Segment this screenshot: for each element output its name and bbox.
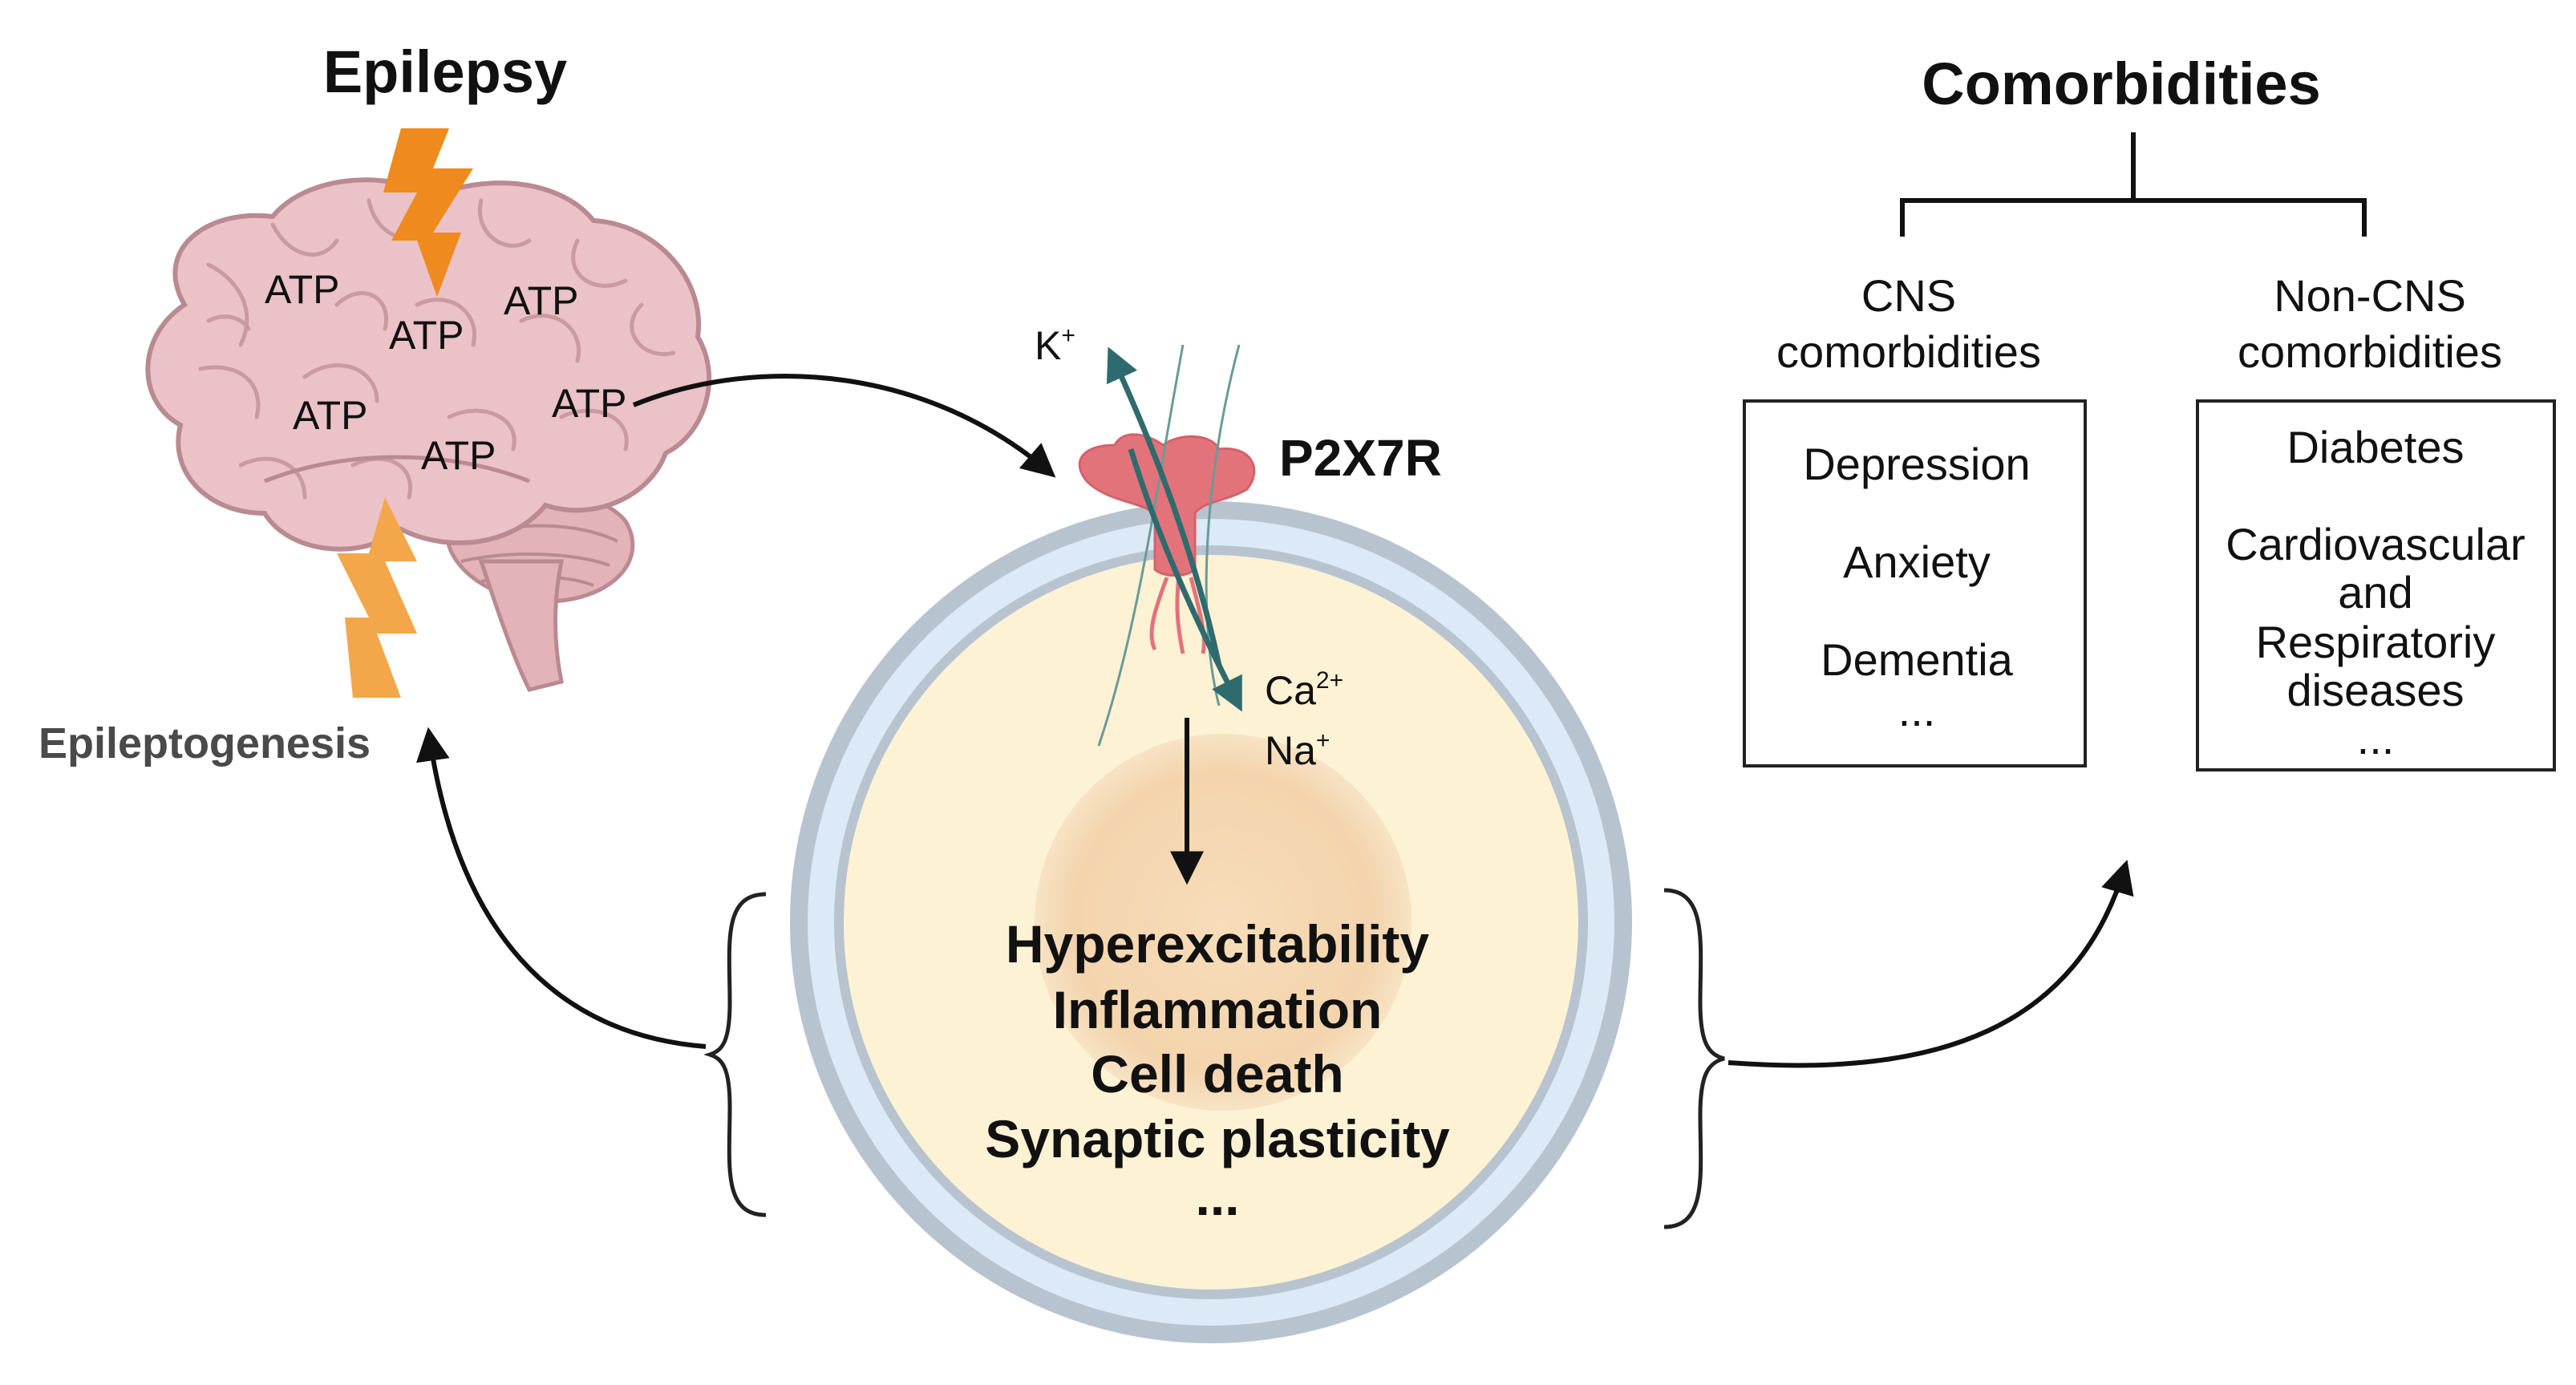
brain-illustration (145, 177, 711, 692)
cns-comorbidities-box (1743, 399, 2087, 767)
cell-effects-list: Hyperexcitability Inflammation Cell deat… (985, 914, 1450, 1226)
cns-comorbidity-item: Depression (1803, 439, 2030, 489)
cns-heading-line1: CNS (1861, 270, 1956, 321)
cell-effect-item: Hyperexcitability (1006, 914, 1430, 974)
cns-comorbidity-item: Dementia (1821, 634, 2014, 685)
atp-label: ATP (389, 313, 464, 358)
cell-effect-item: ... (1195, 1167, 1239, 1226)
cns-comorbidity-item: Anxiety (1843, 537, 1991, 587)
cell-to-comorbidities-arrow (1727, 859, 2134, 1068)
non-cns-comorbidity-item: and (2338, 567, 2412, 618)
ca-na-influx-arrow (1128, 447, 1242, 712)
lightning-bottom-icon (337, 497, 417, 698)
cell-effect-item: Inflammation (1053, 980, 1383, 1039)
brain-to-receptor-arrow (632, 374, 1056, 478)
atp-label: ATP (265, 267, 340, 312)
non-cns-comorbidity-item: Diabetes (2286, 422, 2464, 472)
nucleus (1035, 734, 1412, 1111)
non-cns-heading-line2: comorbidities (2238, 326, 2502, 377)
cell-effect-item: Cell death (1091, 1044, 1343, 1104)
cell-to-epileptogenesis-arrow (415, 727, 707, 1049)
calcium-ion-label: Ca2+ (1265, 667, 1343, 713)
atp-label: ATP (552, 381, 627, 426)
cell (790, 501, 1632, 1343)
atp-labels: ATP ATP ATP ATP ATP ATP (265, 267, 627, 478)
non-cns-comorbidity-item: Respiratoriy (2256, 617, 2496, 667)
epilepsy-title: Epilepsy (323, 38, 567, 105)
non-cns-heading-line1: Non-CNS (2274, 270, 2466, 321)
comorbidities-title: Comorbidities (1922, 51, 2320, 117)
non-cns-comorbidity-item: Cardiovascular (2226, 519, 2525, 569)
atp-label: ATP (504, 278, 579, 323)
cell-effect-item: Synaptic plasticity (985, 1109, 1450, 1168)
non-cns-comorbidities-list: Diabetes Cardiovascular and Respiratoriy… (2226, 422, 2525, 763)
cns-comorbidities-list: Depression Anxiety Dementia ... (1803, 439, 2030, 735)
non-cns-comorbidities-box (2196, 399, 2556, 771)
right-brace (1663, 888, 1725, 1229)
comorbidities-tree-connector (1900, 132, 2367, 237)
sodium-ion-label: Na+ (1265, 727, 1330, 773)
cns-heading-line2: comorbidities (1776, 326, 2041, 377)
receptor-name-label: P2X7R (1279, 429, 1442, 487)
non-cns-comorbidity-item: ... (2357, 713, 2395, 763)
k-efflux-arrow (1106, 346, 1222, 666)
atp-label: ATP (293, 393, 368, 438)
atp-label: ATP (421, 433, 496, 478)
epileptogenesis-label: Epileptogenesis (38, 719, 371, 767)
cns-comorbidity-item: ... (1898, 685, 1936, 735)
lightning-top-icon (383, 128, 473, 297)
potassium-ion-label: K+ (1035, 322, 1075, 368)
non-cns-comorbidity-item: diseases (2286, 665, 2464, 715)
left-brace (703, 892, 767, 1217)
p2x7r-receptor-icon (1078, 344, 1256, 747)
